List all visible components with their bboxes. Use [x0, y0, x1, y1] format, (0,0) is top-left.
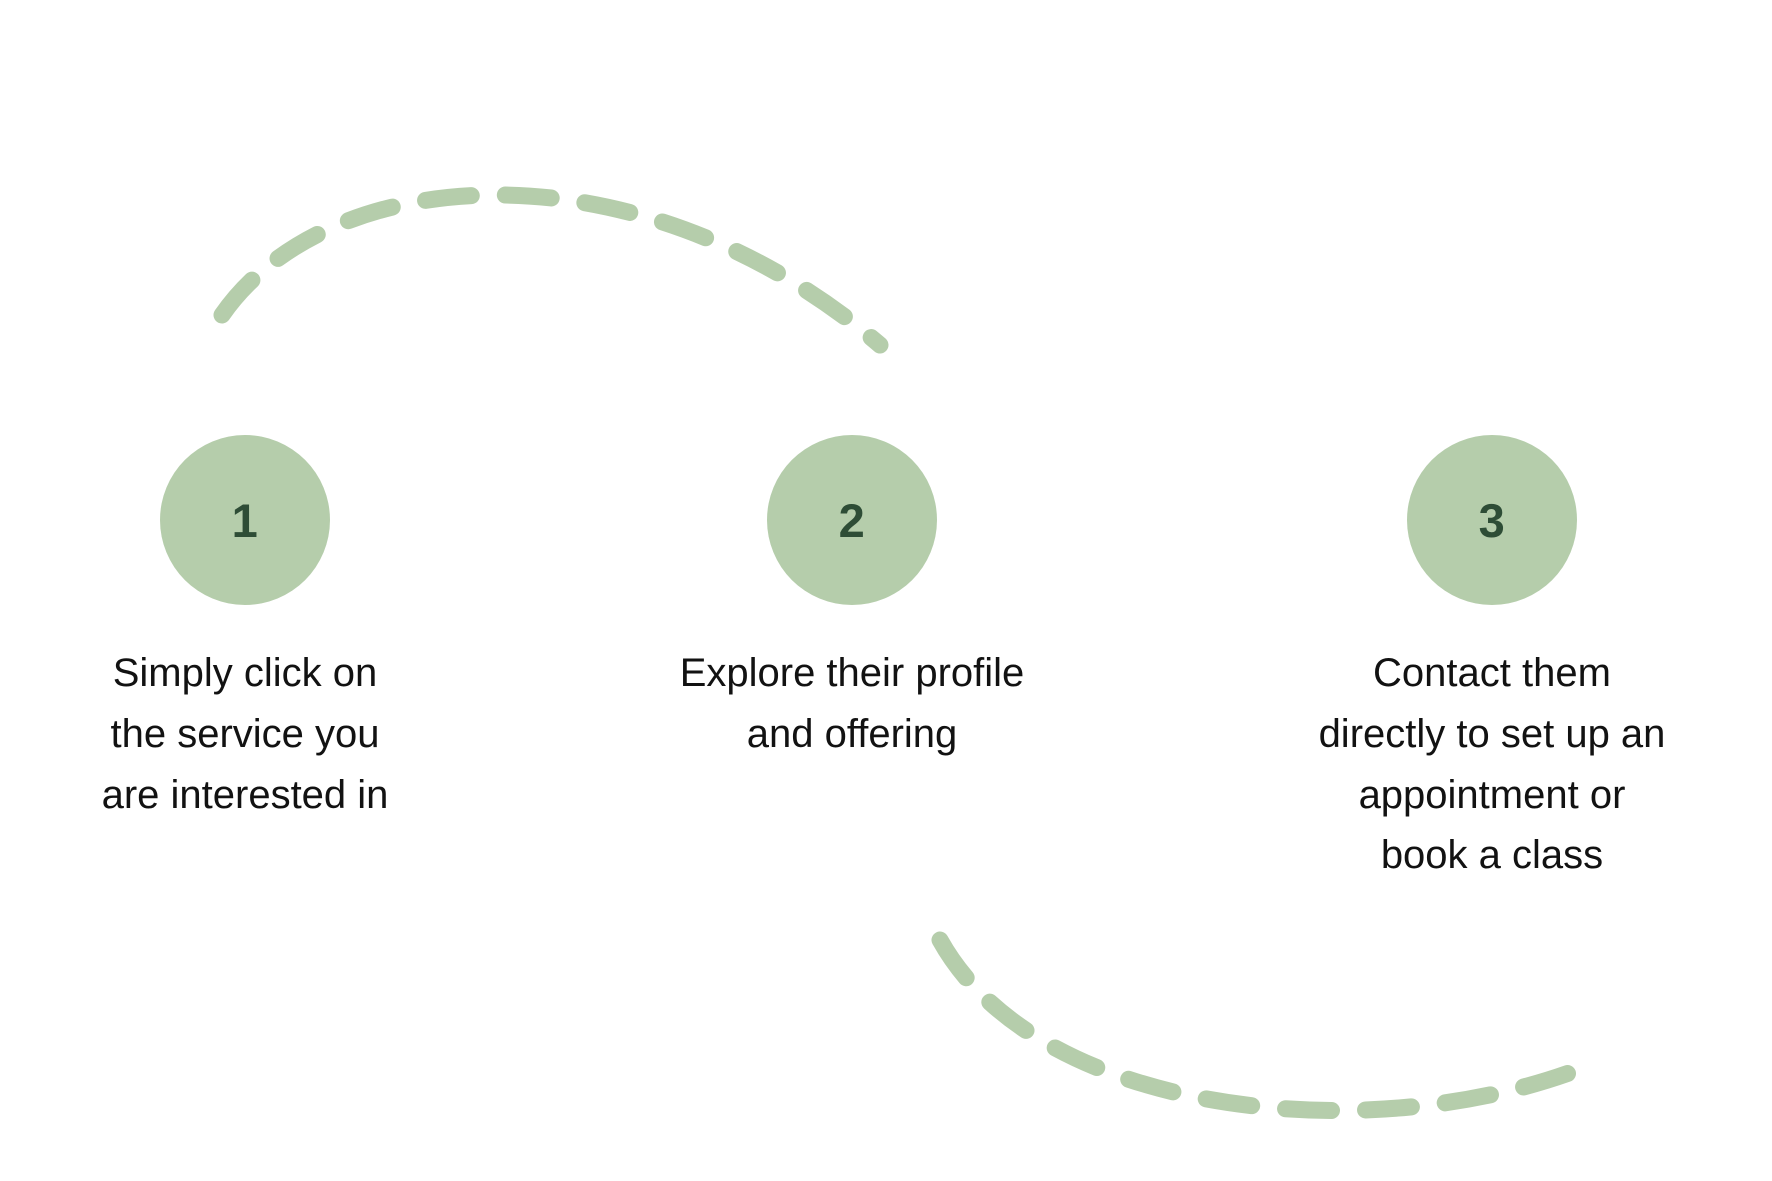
step-item-2: 2 Explore their profile and offering [572, 435, 1132, 765]
step-caption-2: Explore their profile and offering [679, 651, 1025, 756]
step-number-3: 3 [1478, 493, 1506, 547]
step-item-3: 3 Contact them directly to set up an app… [1212, 435, 1772, 886]
step-item-1: 1 Simply click on the service you are in… [0, 435, 525, 825]
step-badge-3: 3 [1407, 435, 1577, 605]
step-caption-3: Contact them directly to set up an appoi… [1318, 651, 1666, 878]
step-badge-2: 2 [767, 435, 937, 605]
step-number-1: 1 [231, 493, 259, 547]
step-number-2: 2 [838, 493, 866, 547]
step-badge-1: 1 [160, 435, 330, 605]
step-caption-1: Simply click on the service you are inte… [101, 651, 389, 817]
